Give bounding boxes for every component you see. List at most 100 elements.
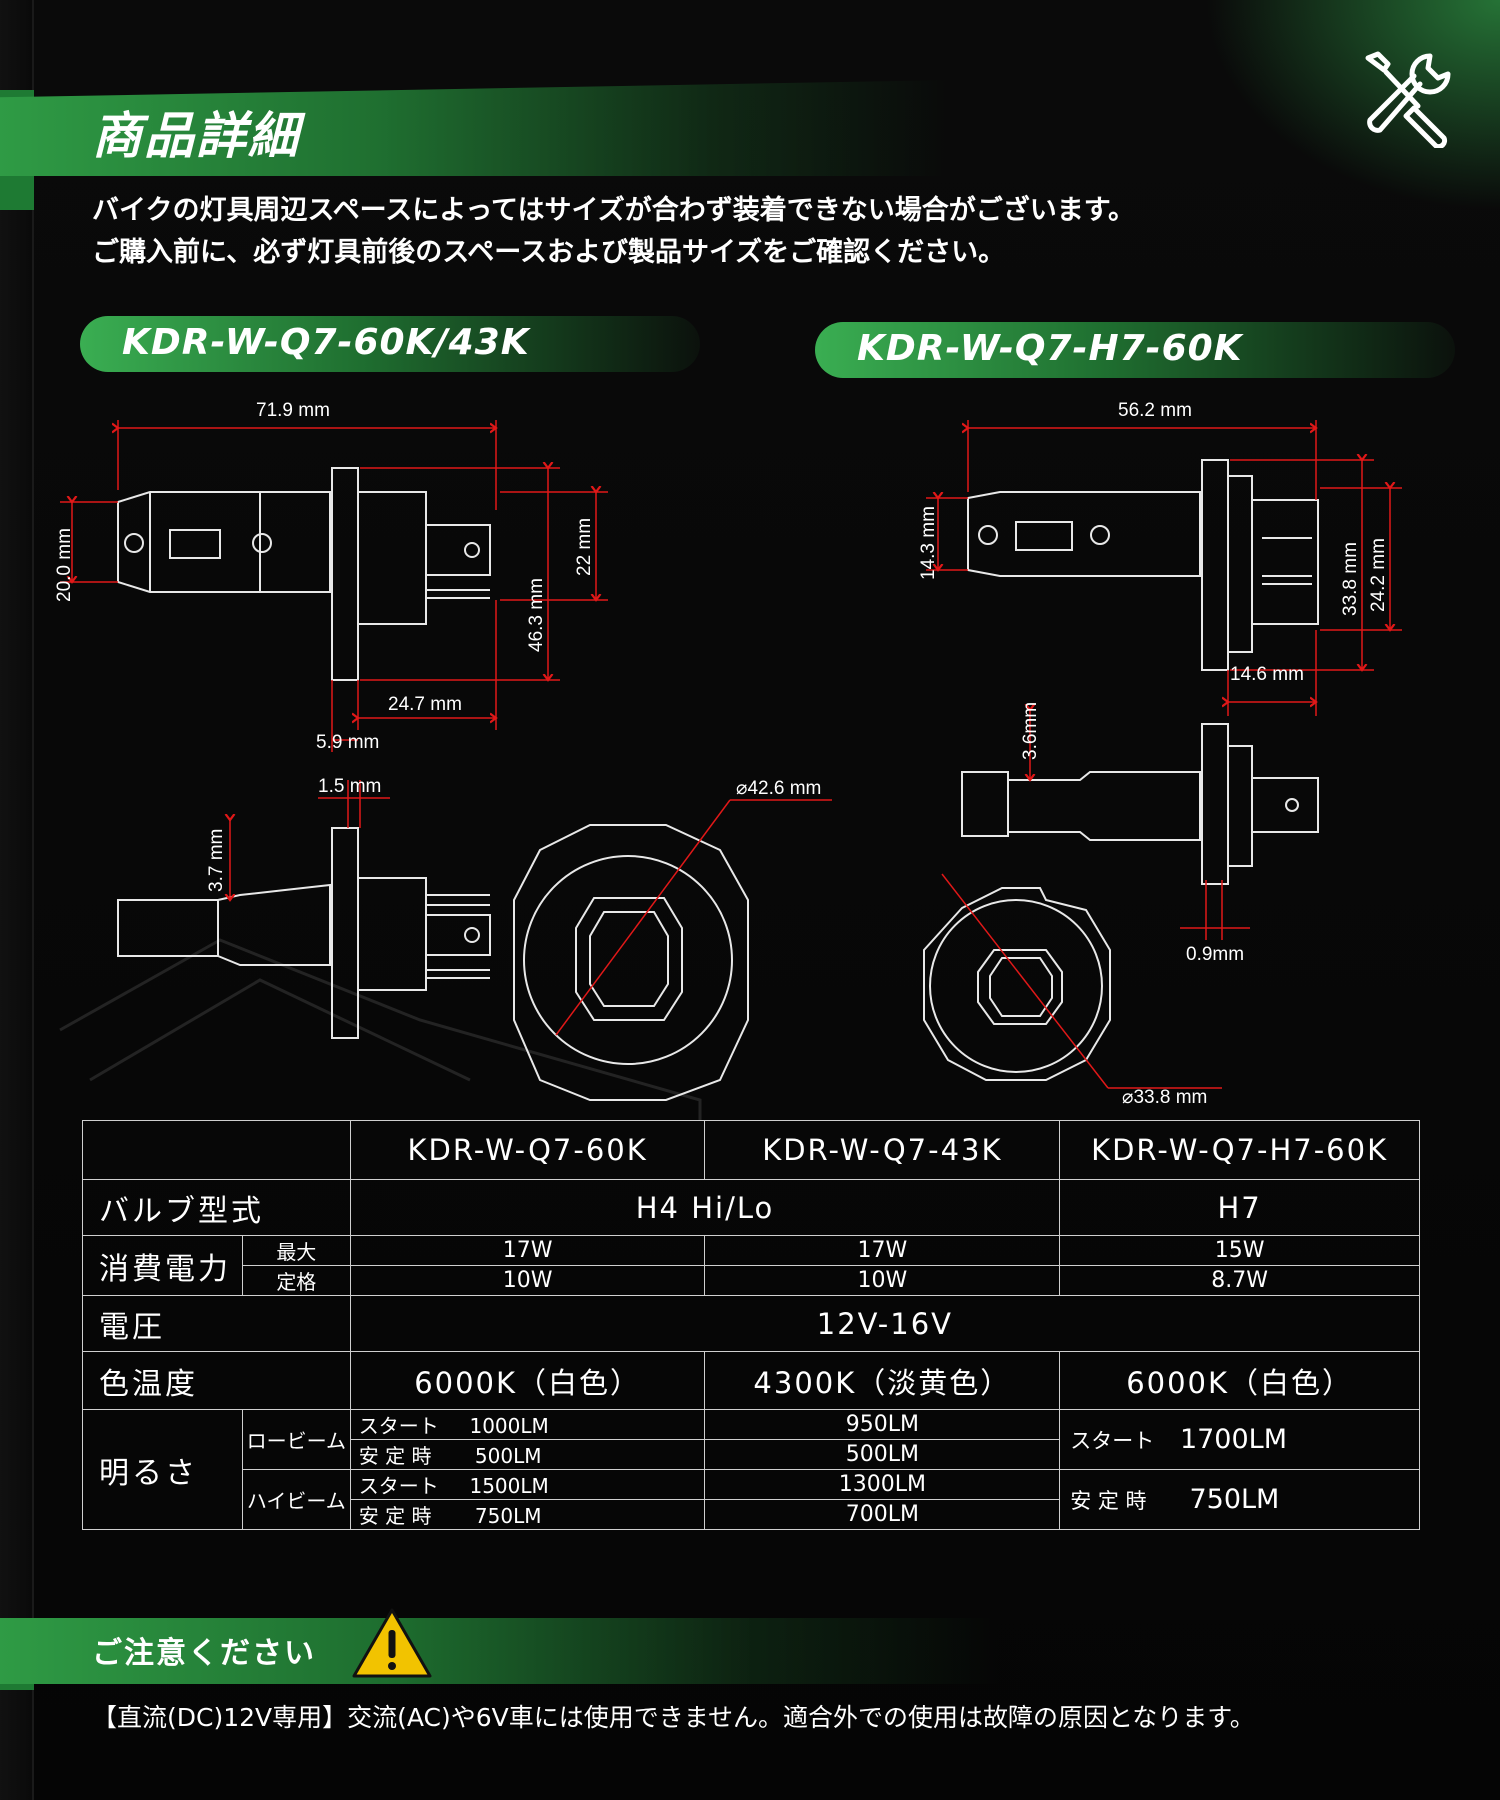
lum-value: 750LM	[1189, 1484, 1280, 1515]
right-bulb-side-2	[961, 723, 1319, 885]
warning-title: ご注意ください	[92, 1636, 316, 1671]
sub-label: 定格	[241, 1265, 351, 1296]
tools-icon	[1365, 51, 1451, 148]
left-dim-lines-2	[230, 780, 390, 900]
table-cell: 950LM	[704, 1409, 1061, 1440]
lum-label: 安 定 時	[358, 1504, 432, 1528]
lum-cell: 安 定 時 750LM	[349, 1499, 706, 1530]
title-band	[0, 80, 950, 176]
right-dim-lines	[926, 420, 1402, 716]
left-height-label: 20.0 mm	[54, 528, 75, 602]
left-diameter-label: ⌀42.6 mm	[736, 778, 821, 799]
lum-label: スタート	[358, 1414, 439, 1438]
bulb-h4: H4 Hi/Lo	[349, 1179, 1061, 1236]
left-bulb-side-2	[117, 827, 491, 1039]
h7-start-cell: スタート 1700LM	[1059, 1409, 1420, 1470]
right-base-length-label: 14.6 mm	[1230, 664, 1304, 685]
right-flange-height-label: 33.8 mm	[1340, 542, 1361, 616]
lum-value: 500LM	[474, 1444, 542, 1468]
table-cell: 500LM	[704, 1439, 1061, 1470]
left-base-length-label: 24.7 mm	[388, 694, 462, 715]
lum-label: 安 定 時	[358, 1444, 432, 1468]
row-label: 消費電力	[82, 1235, 243, 1296]
right-offset-label: 3.6mm	[1020, 702, 1041, 760]
voltage-value: 12V-16V	[349, 1295, 1421, 1352]
column-header: KDR-W-Q7-43K	[704, 1120, 1061, 1180]
table-row-voltage: 電圧 12V-16V	[82, 1295, 1421, 1352]
watermark-bulb	[59, 938, 702, 1120]
table-row-high-start: ハイビーム スタート 1500LM 1300LM 安 定 時 750LM	[83, 1469, 1420, 1530]
intro-line-1: バイクの灯具周辺スペースによってはサイズが合わず装着できない場合がございます。	[92, 195, 1136, 226]
left-dim-lines	[60, 420, 608, 752]
right-diameter-line	[941, 873, 1222, 1089]
left-diameter-line	[555, 799, 832, 1036]
left-length-label: 71.9 mm	[256, 400, 330, 421]
table-cell: 8.7W	[1059, 1265, 1420, 1296]
row-label: 明るさ	[82, 1409, 243, 1530]
lum-cell: 安 定 時 500LM	[349, 1439, 706, 1470]
sub-label: ロービーム	[241, 1409, 351, 1470]
table-cell: 4300K（淡黄色）	[704, 1351, 1061, 1410]
right-bulb-side	[967, 459, 1319, 671]
lum-cell: スタート 1000LM	[349, 1409, 706, 1440]
right-base-height-label: 24.2 mm	[1368, 538, 1389, 612]
intro-text: バイクの灯具周辺スペースによってはサイズが合わず装着できない場合がございます。 …	[92, 190, 1135, 274]
warning-note: 【直流(DC)12V専用】交流(AC)や6V車には使用できません。適合外での使用…	[92, 1703, 1255, 1732]
column-header: KDR-W-Q7-60K	[349, 1120, 706, 1180]
left-gap-label: 1.5 mm	[318, 776, 381, 797]
model-name-left: KDR-W-Q7-60K/43K	[122, 322, 530, 363]
model-label-right: KDR-W-Q7-H7-60K	[815, 322, 1455, 378]
row-label: 電圧	[82, 1295, 351, 1352]
table-cell: 17W	[349, 1235, 706, 1266]
lum-value: 1000LM	[469, 1414, 549, 1438]
h7-stable-cell: 安 定 時 750LM	[1059, 1469, 1420, 1530]
table-row-power-max: 消費電力 最大 17W 17W 15W	[82, 1235, 1420, 1296]
sub-label: ハイビーム	[241, 1469, 351, 1530]
lum-label: 安 定 時	[1070, 1489, 1147, 1513]
left-base-height-label: 22 mm	[574, 518, 595, 576]
table-row-high-stable: 安 定 時 750LM 700LM	[83, 1499, 1420, 1530]
left-offset-label: 3.7 mm	[206, 829, 227, 892]
table-row-power-rated: 定格 10W 10W 8.7W	[83, 1265, 1420, 1296]
left-flange-thick-label: 5.9 mm	[316, 732, 379, 753]
row-label: バルブ型式	[82, 1179, 351, 1236]
right-dim-lines-2	[1030, 710, 1250, 940]
column-header: KDR-W-Q7-H7-60K	[1059, 1120, 1420, 1180]
table-row-color: 色温度 6000K（白色） 4300K（淡黄色） 6000K（白色）	[82, 1351, 1420, 1410]
table-cell: 6000K（白色）	[1059, 1351, 1420, 1410]
right-base-front	[923, 887, 1111, 1081]
table-cell: 15W	[1059, 1235, 1420, 1266]
page-title: 商品詳細	[92, 107, 300, 165]
row-label: 色温度	[82, 1351, 351, 1410]
table-header-row: KDR-W-Q7-60K KDR-W-Q7-43K KDR-W-Q7-H7-60…	[82, 1120, 1420, 1180]
model-name-right: KDR-W-Q7-H7-60K	[857, 328, 1243, 369]
lum-label: スタート	[358, 1474, 439, 1498]
lum-value: 1500LM	[469, 1474, 549, 1498]
right-height-label: 14.3 mm	[918, 506, 939, 580]
bulb-h7: H7	[1059, 1179, 1420, 1236]
lum-label: スタート	[1070, 1429, 1155, 1453]
left-flange-height-label: 46.3 mm	[526, 578, 547, 652]
table-cell: 6000K（白色）	[349, 1351, 706, 1410]
lum-value: 1700LM	[1179, 1424, 1288, 1455]
right-length-label: 56.2 mm	[1118, 400, 1192, 421]
table-row-bulb: バルブ型式 H4 Hi/Lo H7	[82, 1179, 1420, 1236]
table-cell: 17W	[704, 1235, 1061, 1266]
left-base-front	[513, 824, 749, 1101]
table-row-low-start: 明るさ ロービーム スタート 1000LM 950LM スタート 1700LM	[82, 1409, 1420, 1530]
right-diameter-label: ⌀33.8 mm	[1122, 1087, 1207, 1108]
warning-icon	[352, 1608, 432, 1678]
lum-value: 750LM	[474, 1504, 542, 1528]
table-cell: 700LM	[704, 1499, 1061, 1530]
warning-band	[0, 1618, 1000, 1684]
table-corner	[82, 1120, 351, 1180]
spec-table: KDR-W-Q7-60K KDR-W-Q7-43K KDR-W-Q7-H7-60…	[82, 1120, 1421, 1530]
left-bulb-side	[117, 467, 491, 681]
table-cell: 1300LM	[704, 1469, 1061, 1500]
dimension-diagrams: 71.9 mm 20.0 mm 46.3 mm 22 mm 24.7 mm 5.…	[54, 400, 1402, 1120]
model-label-left: KDR-W-Q7-60K/43K	[80, 316, 700, 372]
table-cell: 10W	[704, 1265, 1061, 1296]
intro-line-2: ご購入前に、必ず灯具前後のスペースおよび製品サイズをご確認ください。	[92, 237, 1006, 268]
sub-label: 最大	[241, 1235, 351, 1266]
lum-cell: スタート 1500LM	[349, 1469, 706, 1500]
